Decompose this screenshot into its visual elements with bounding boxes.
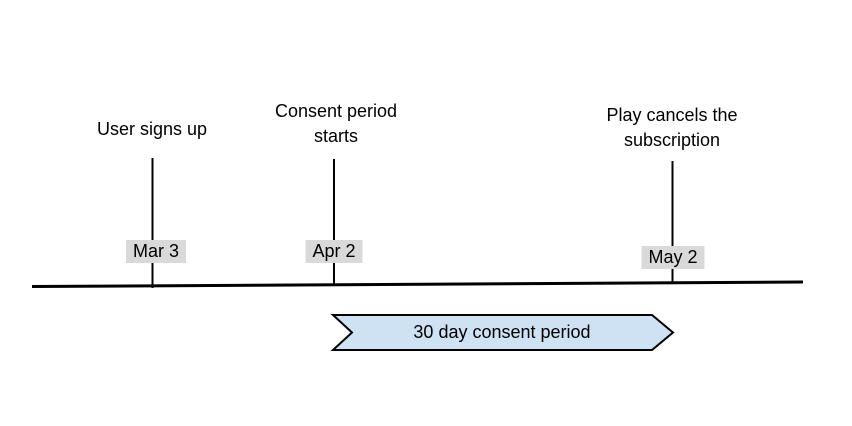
event-label-user-signs-up: User signs up <box>96 119 208 139</box>
consent-period-banner-shape <box>330 314 675 351</box>
consent-period-banner-label: 30 day consent period <box>413 322 591 342</box>
date-badge-apr2: Apr 2 <box>305 240 363 263</box>
date-badge-may2: May 2 <box>641 246 705 269</box>
event-label-play-cancels-subscription: Play cancels the subscription <box>606 105 738 150</box>
timeline-axis-line <box>31 280 804 288</box>
event-label-consent-period-starts: Consent period starts <box>274 101 398 146</box>
date-badge-mar3: Mar 3 <box>125 240 187 263</box>
